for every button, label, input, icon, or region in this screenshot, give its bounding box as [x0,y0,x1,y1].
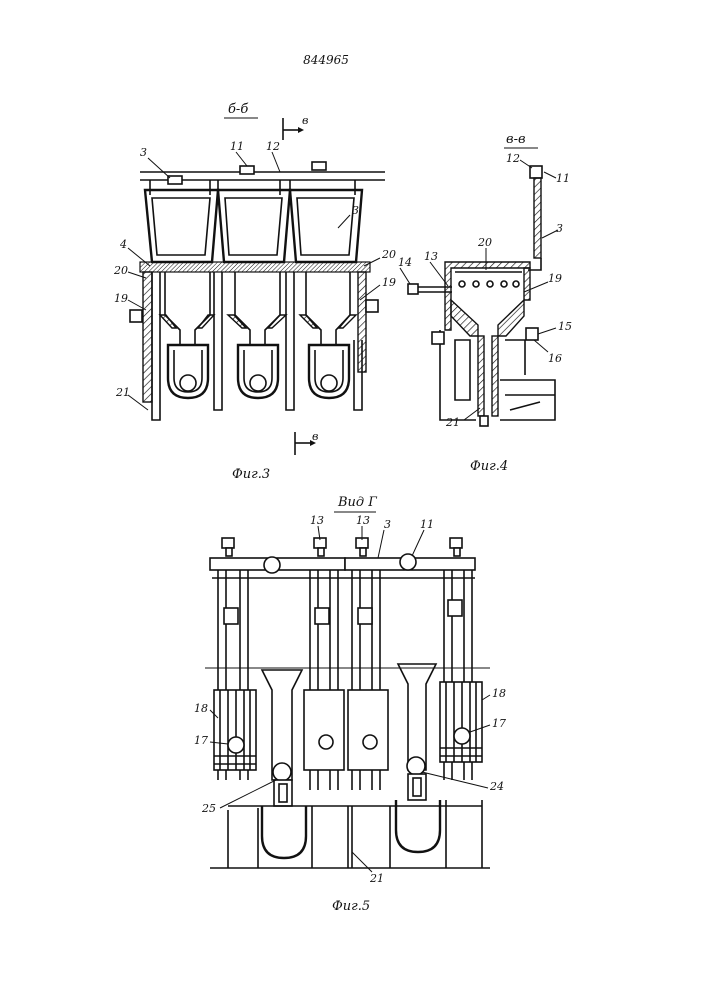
fig5-view-label: Вид Г [337,495,377,510]
fig3-section-arrow-top: в [283,114,308,140]
fig4-callout-15: 15 [558,320,572,333]
fig3-callout-12: 12 [266,140,280,153]
fig3-section-label: б-б [228,102,248,117]
fig4-callout-12: 12 [506,152,520,165]
fig4-callout-14: 14 [398,256,412,269]
fig5-callout-3: 3 [384,518,391,531]
fig4-callout-13: 13 [424,250,438,263]
patent-number: 844965 [303,53,349,67]
fig3-callout-3-right: 3 [352,204,359,217]
fig4-callout-19: 19 [548,272,562,285]
figure-5: Вид Г [194,495,506,914]
fig4-callout-11: 11 [556,172,570,185]
fig5-top-caps [222,538,462,556]
fig5-callout-18-right: 18 [492,687,506,700]
fig5-callout-17-right: 17 [492,717,506,730]
fig3-plate-4 [140,262,370,272]
fig5-callout-24: 24 [489,780,504,793]
fig4-callout-21: 21 [445,416,460,429]
fig3-callout-20-left: 20 [113,264,128,277]
fig3-callout-19-right: 19 [382,276,396,289]
fig3-callout-21: 21 [115,386,130,399]
fig5-callout-25: 25 [201,802,216,815]
fig3-cassettes [145,190,362,262]
fig3-arrow-bottom-label: в [312,430,318,443]
fig3-section-arrow-bottom: в [295,430,318,455]
fig5-callout-11: 11 [420,518,434,531]
fig4-cassette-column [528,166,542,270]
fig5-caption: Фиг.5 [332,899,370,914]
fig3-callout-3-left: 3 [140,146,147,159]
fig4-callout-20: 20 [477,236,492,249]
fig3-callout-20-right: 20 [381,248,396,261]
fig3-distributors [160,272,362,410]
fig4-callout-16: 16 [548,352,562,365]
fig3-callout-19-left: 19 [114,292,128,305]
fig5-callout-13-right: 13 [356,514,370,527]
fig4-callout-3: 3 [556,222,563,235]
fig5-side-frames [214,682,482,770]
fig5-lower-chambers [210,800,490,868]
figure-3: б-б в [113,102,396,482]
fig5-callout-21: 21 [369,872,384,885]
fig3-callout-4: 4 [119,238,127,251]
fig3-arrow-top-label: в [302,114,308,127]
fig3-caption: Фиг.3 [232,467,270,482]
fig5-callout-18-left: 18 [194,702,208,715]
fig5-top-bar [210,554,475,578]
figure-4: в-в [398,132,572,474]
fig3-callout-11: 11 [230,140,244,153]
fig4-section-label: в-в [506,132,526,147]
fig5-callout-17-left: 17 [194,734,208,747]
fig5-callout-13-left: 13 [310,514,324,527]
fig4-caption: Фиг.4 [470,459,508,474]
